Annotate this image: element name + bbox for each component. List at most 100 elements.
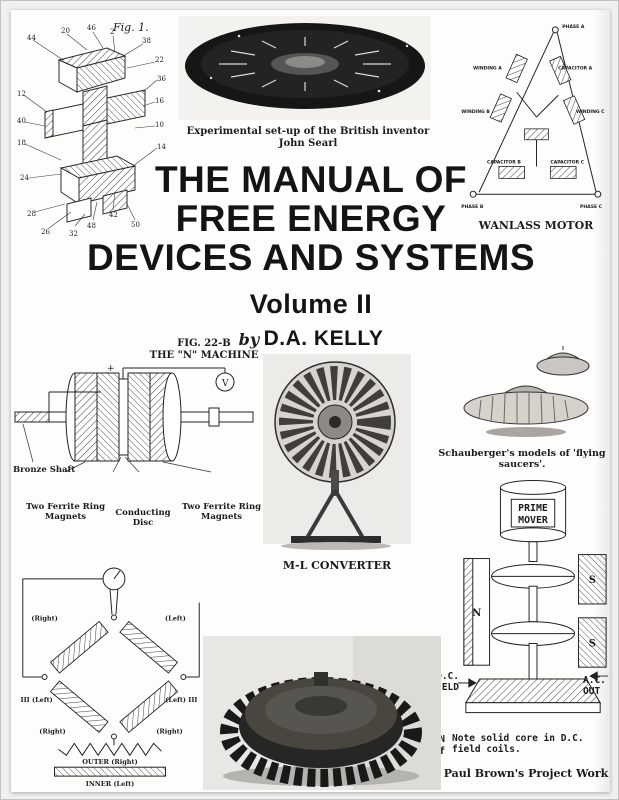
part-number: 50 [131, 221, 140, 229]
n-machine-title: THE "N" MACHINE [149, 349, 259, 361]
prime-mover-label-1: PRIME [518, 503, 548, 514]
author-name: D.A. KELLY [263, 327, 384, 350]
conducting-disc-label: Conducting Disc [115, 508, 171, 529]
prime-mover-label-2: MOVER [518, 515, 548, 526]
fig1-blocks [44, 47, 146, 223]
part-number: 22 [155, 56, 164, 64]
wanlass-components [489, 53, 586, 179]
part-number: 16 [155, 97, 164, 105]
part-number: 20 [61, 27, 70, 35]
coil-label: (Right) [31, 614, 57, 622]
part-number: 10 [155, 121, 164, 129]
quad-coil-labels: (Right) (Left) III (Left) (Left) III (Ri… [21, 614, 198, 788]
rotor-fins [220, 677, 422, 787]
note-symbol-n: N [439, 734, 446, 745]
capacitor-b-label: CAPACITOR B [487, 160, 521, 166]
ac-out-line-1: A.C. [583, 675, 606, 686]
n-machine-diagram: V + − [14, 364, 254, 473]
coil-label: (Left) III [165, 696, 197, 704]
finned-rotor-photo [203, 636, 441, 790]
phase-c-label: PHASE C [580, 204, 603, 210]
small-saucer [536, 356, 590, 376]
note-text-line-2: field coils. [452, 743, 521, 755]
part-number: 12 [17, 90, 26, 98]
n-machine-fig-label: FIG. 22-B [177, 338, 231, 349]
winding-b-label: WINDING B [461, 109, 490, 115]
phase-b-label: PHASE B [461, 204, 484, 210]
searl-radial-segments [219, 37, 391, 91]
quad-coil-schematic: (Right) (Left) III (Left) (Left) III (Ri… [21, 567, 200, 788]
fig1-label: Fig. 1. [112, 21, 149, 34]
magnet-s-lower-label: S [589, 638, 596, 649]
part-number: 2 [110, 28, 114, 36]
wanlass-title: WANLASS MOTOR [478, 219, 594, 232]
part-number: 38 [142, 37, 151, 45]
cover-page: Fig. 1. [11, 10, 610, 792]
wanlass-motor-schematic: PHASE A WINDING A CAPACITOR A WINDING B … [461, 24, 605, 210]
coil-label: (Right) [39, 727, 65, 735]
bronze-shaft-label: Bronze Shaft [13, 465, 76, 475]
wanlass-labels: PHASE A WINDING A CAPACITOR A WINDING B … [461, 24, 605, 210]
part-number: 48 [87, 222, 96, 230]
volume-label: Volume II [249, 289, 373, 319]
part-number: 28 [27, 210, 36, 218]
right-lower-magnet-block [577, 617, 607, 668]
outer-coil-bar [53, 766, 167, 777]
rotor-stem [314, 672, 328, 686]
ac-out-line-2: OUT [583, 685, 601, 697]
magnet-n-label: N [472, 608, 481, 619]
title-block: THE MANUAL OF FREE ENERGY DEVICES AND SY… [71, 160, 551, 351]
large-saucer-body [463, 391, 589, 425]
converter-fins [279, 366, 391, 478]
title-line-1: THE MANUAL OF [154, 159, 468, 200]
fig1-magnet-assembly-sketch: Fig. 1. [17, 21, 166, 238]
ac-out-label: A.C. OUT [583, 675, 610, 698]
part-number: 46 [87, 24, 96, 32]
inner-coil-label: INNER (Left) [86, 780, 134, 788]
voltmeter-label: V [221, 379, 229, 389]
note-symbols: N f [439, 734, 445, 757]
field-arrows [457, 671, 609, 688]
note-text-line-1: Note solid core in D.C. [452, 733, 584, 744]
part-number: 44 [27, 34, 36, 42]
phase-a-label: PHASE A [562, 24, 585, 30]
part-number: 40 [17, 117, 26, 125]
part-number: 42 [109, 211, 118, 219]
n-machine-heading: FIG. 22-B THE "N" MACHINE [139, 338, 269, 362]
searl-device-photo [179, 16, 431, 120]
dc-field-line-1: D.C. [436, 671, 459, 682]
magnet-s-upper-label: S [589, 575, 596, 586]
searl-caption: Experimental set-up of the British inven… [186, 126, 430, 149]
ml-converter-caption: M-L CONVERTER [282, 559, 392, 572]
part-number: 26 [41, 228, 50, 236]
credit-line: Paul Brown's Project Work [443, 767, 609, 780]
prime-mover-diagram: PRIME MOVER N S S [457, 480, 609, 714]
coil-label: III (Left) [21, 696, 53, 704]
byline: by D.A. KELLY [71, 327, 551, 351]
minus-terminal: − [137, 364, 145, 374]
coil-label: (Left) [165, 614, 186, 622]
schauberger-caption: Schauberger's models of 'flying saucers'… [438, 448, 606, 471]
base-block [465, 678, 602, 704]
n-machine-pointer-lines [22, 423, 212, 473]
fig1-leader-lines [24, 31, 158, 229]
prime-mover-label-box [510, 498, 556, 528]
note-text: Note solid core in D.C. field coils. [452, 733, 584, 757]
fig1-part-numbers: 44 20 46 2 38 22 36 12 16 40 18 10 14 42… [17, 24, 166, 238]
part-number: 24 [20, 174, 29, 182]
winding-c-label: WINDING C [576, 109, 605, 115]
dc-field-line-2: FIELD [430, 681, 459, 693]
left-ferrite-magnets-label: Two Ferrite Ring Magnets [25, 502, 106, 523]
meter-and-wiring [22, 567, 200, 757]
voltmeter-icon [215, 372, 235, 392]
part-number: 32 [69, 230, 78, 238]
schauberger-saucers-photo [463, 346, 590, 437]
outer-coil-label: OUTER (Right) [82, 758, 137, 766]
winding-a-label: WINDING A [473, 65, 502, 71]
part-number: 18 [17, 139, 26, 147]
dc-field-label: D.C. FIELD [423, 671, 459, 694]
capacitor-a-label: CAPACITOR A [558, 65, 592, 71]
core-note: N f Note solid core in D.C. field coils. [439, 733, 584, 757]
ml-converter-photo [263, 354, 411, 550]
